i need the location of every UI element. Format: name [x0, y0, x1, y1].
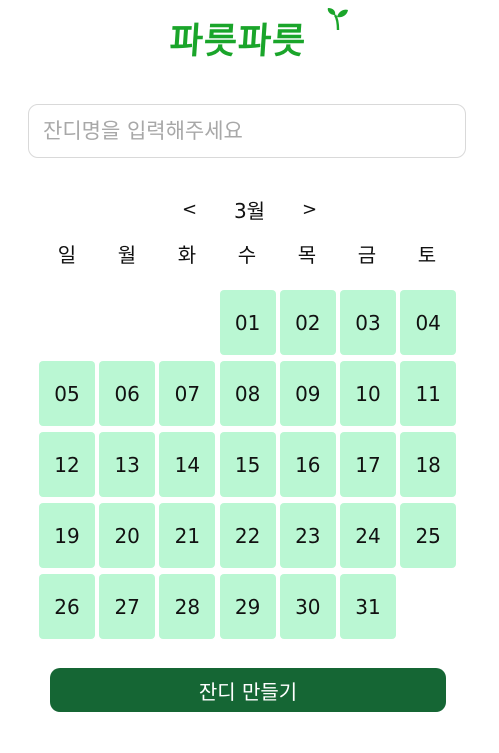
weekday-header: 일 월 화 수 목 금 토 [37, 240, 457, 270]
calendar-day[interactable]: 14 [159, 432, 216, 497]
calendar-day[interactable]: 22 [219, 503, 276, 568]
logo-text: 파릇파릇 [168, 21, 308, 62]
calendar-day[interactable]: 08 [219, 361, 276, 426]
next-month-button[interactable]: > [301, 198, 318, 220]
calendar-day[interactable]: 05 [39, 361, 95, 426]
calendar-day[interactable]: 31 [340, 574, 396, 639]
calendar-day[interactable]: 06 [99, 361, 156, 426]
calendar-day[interactable]: 10 [340, 361, 396, 426]
calendar-day[interactable]: 29 [219, 574, 276, 639]
prev-month-button[interactable]: < [181, 198, 198, 220]
calendar-day[interactable]: 13 [99, 432, 156, 497]
weekday-sun: 일 [57, 243, 77, 267]
weekday-sat: 토 [417, 243, 437, 267]
search-box[interactable] [28, 104, 466, 158]
calendar-day[interactable]: 20 [99, 503, 156, 568]
calendar-day[interactable]: 12 [39, 432, 95, 497]
month-label: 3월 [233, 198, 266, 223]
calendar-day[interactable]: 01 [219, 290, 276, 355]
calendar-day[interactable]: 21 [159, 503, 216, 568]
calendar-day[interactable]: 17 [340, 432, 396, 497]
weekday-thu: 목 [297, 243, 317, 267]
weekday-tue: 화 [177, 243, 197, 267]
month-navigator: < 3월 > [0, 192, 499, 226]
calendar-day[interactable]: 26 [39, 574, 95, 639]
calendar-day[interactable]: 03 [340, 290, 396, 355]
calendar-day[interactable]: 30 [279, 574, 336, 639]
sprout-icon [327, 8, 348, 31]
calendar-day[interactable]: 28 [159, 574, 216, 639]
calendar-day[interactable]: 24 [340, 503, 396, 568]
calendar-day[interactable]: 19 [39, 503, 95, 568]
calendar-day[interactable]: 27 [99, 574, 156, 639]
calendar-day[interactable]: 07 [159, 361, 216, 426]
weekday-wed: 수 [237, 243, 257, 267]
calendar-day[interactable]: 11 [400, 361, 457, 426]
weekday-mon: 월 [117, 243, 137, 267]
calendar-day[interactable]: 25 [400, 503, 457, 568]
search-input[interactable] [41, 118, 453, 144]
calendar-day[interactable]: 15 [219, 432, 276, 497]
calendar-day[interactable]: 04 [400, 290, 457, 355]
calendar-day[interactable]: 02 [279, 290, 336, 355]
weekday-fri: 금 [357, 243, 377, 267]
calendar-day[interactable]: 09 [279, 361, 336, 426]
create-grass-button[interactable]: 잔디 만들기 [50, 668, 446, 712]
app-logo: 파릇파릇 [0, 4, 499, 72]
calendar-day[interactable]: 18 [400, 432, 457, 497]
calendar-day[interactable]: 23 [279, 503, 336, 568]
calendar-day[interactable]: 16 [279, 432, 336, 497]
